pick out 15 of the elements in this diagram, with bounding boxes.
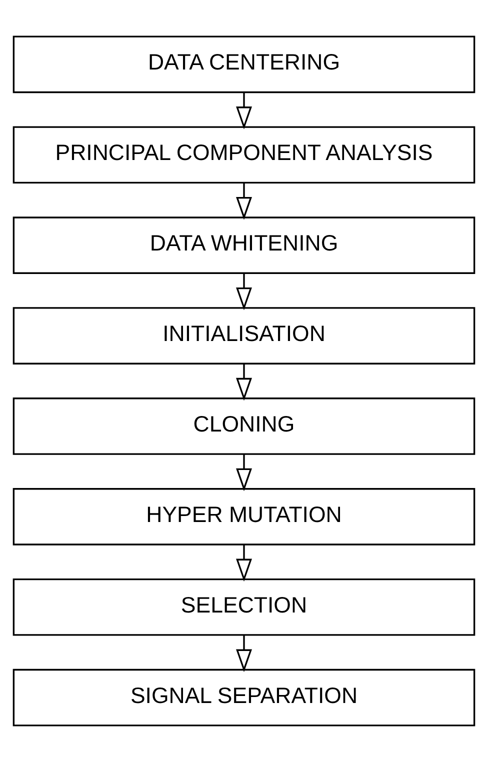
arrow xyxy=(236,92,252,130)
arrow xyxy=(236,454,252,492)
arrow xyxy=(236,364,252,401)
arrow xyxy=(236,183,252,220)
node-box: SELECTION xyxy=(12,578,476,636)
node-box: PRINCIPAL COMPONENT ANALYSIS xyxy=(12,126,476,184)
node-box: CLONING xyxy=(12,398,476,455)
arrow xyxy=(236,544,252,582)
node-box: INITIALISATION xyxy=(12,307,476,364)
node-box: DATA WHITENING xyxy=(12,216,476,274)
arrow xyxy=(236,273,252,310)
node-box: SIGNAL SEPARATION xyxy=(12,668,476,726)
node-box: DATA CENTERING xyxy=(12,36,476,94)
node-box: HYPER MUTATION xyxy=(12,488,476,546)
arrow xyxy=(236,635,252,672)
